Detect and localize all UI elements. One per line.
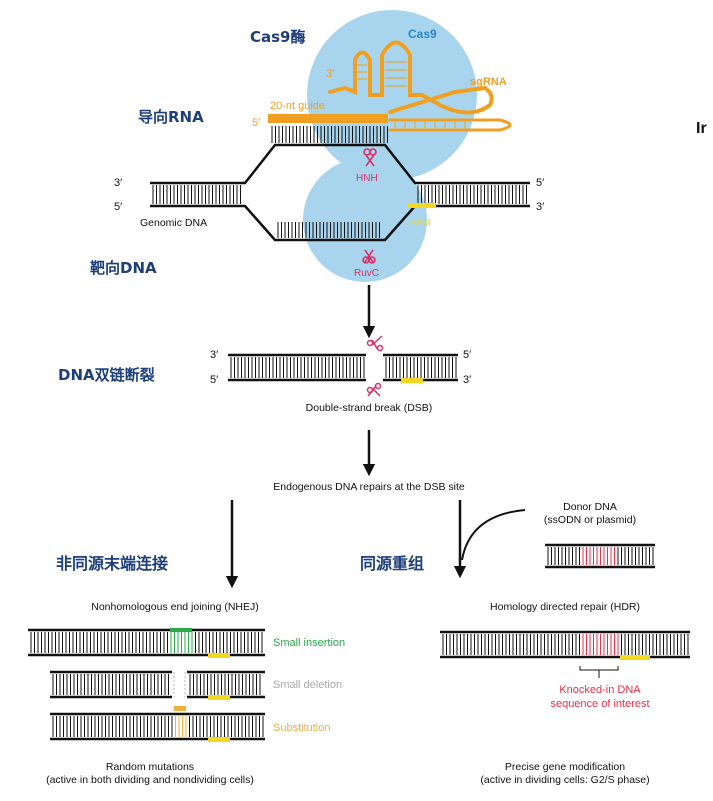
zh-cas9-label: Cas9酶: [250, 28, 306, 46]
pam-marker: [408, 203, 436, 208]
edge-text: Ir: [696, 120, 707, 137]
zh-target-dna-label: 靶向DNA: [90, 259, 157, 277]
dsb-top-left-label: 3′: [210, 349, 218, 361]
pam-marker: [208, 653, 230, 658]
guide-rna-bar: [268, 114, 388, 123]
substitution-label: Substitution: [273, 722, 330, 734]
sgrna-rungs: [358, 61, 466, 128]
scissors-icon: [362, 249, 376, 264]
random-mutations-title: Random mutations: [106, 761, 194, 773]
hdr-title: Homology directed repair (HDR): [490, 601, 640, 613]
scissors-icon: [363, 148, 377, 167]
small-insertion-label: Small insertion: [273, 637, 345, 649]
genomic-dna-label: Genomic DNA: [140, 217, 207, 229]
knockin-label-1: Knocked-in DNA: [559, 684, 641, 696]
donor-title: Donor DNA: [563, 501, 617, 513]
zh-guide-rna-label: 导向RNA: [138, 108, 204, 126]
knockin-label-2: sequence of interest: [550, 698, 649, 710]
precise-modification-title: Precise gene modification: [505, 761, 625, 773]
substitution-marker: [174, 706, 186, 711]
dsb-bottom-right-label: 3′: [463, 374, 471, 386]
sgrna-scaffold: [328, 40, 512, 132]
cas9-blob-lower: [303, 158, 427, 282]
rna-5prime-label: 5′: [252, 117, 260, 129]
genomic-dna: PAM 3′ 5′ 5′ 3′ Genomic DNA: [114, 126, 544, 242]
guide-20nt-label: 20-nt guide: [270, 100, 325, 112]
donor-join-curve: [461, 509, 526, 561]
small-deletion-label: Small deletion: [273, 679, 342, 691]
scissors-icon: [366, 335, 384, 352]
nhej-title: Nonhomologous end joining (NHEJ): [91, 601, 259, 613]
hdr-dna: [440, 630, 690, 678]
ruvc-label: RuvC: [354, 268, 379, 279]
zh-nhej-label: 非同源末端连接: [56, 554, 168, 573]
pam-marker: [401, 378, 423, 383]
pam-marker: [208, 695, 230, 700]
sgrna-label: sgRNA: [470, 76, 507, 88]
dsb-bottom-left-label: 5′: [210, 374, 218, 386]
pam-marker: [620, 655, 650, 660]
nhej-dna: [28, 628, 265, 742]
dna-bottom-right-label: 3′: [536, 201, 544, 213]
donor-dna: [545, 543, 655, 569]
dsb-dna: [228, 353, 458, 383]
insertion-marker: [170, 628, 192, 632]
scissors-icon: [366, 382, 382, 397]
repair-caption: Endogenous DNA repairs at the DSB site: [273, 481, 465, 493]
hnh-label: HNH: [356, 173, 378, 184]
dna-top-right-label: 5′: [536, 177, 544, 189]
pam-label: PAM: [410, 218, 431, 229]
cas9-protein-label: Cas9: [408, 27, 437, 41]
rna-3prime-label: 3′: [326, 68, 334, 80]
dna-bottom-left-label: 5′: [114, 201, 122, 213]
dsb-caption: Double-strand break (DSB): [306, 402, 433, 414]
dna-top-left-label: 3′: [114, 177, 122, 189]
zh-dsb-label: DNA双链断裂: [58, 366, 155, 384]
dsb-top-right-label: 5′: [463, 349, 471, 361]
zh-hdr-label: 同源重组: [360, 554, 424, 573]
donor-subtitle: (ssODN or plasmid): [544, 514, 636, 526]
precise-modification-sub: (active in dividing cells: G2/S phase): [480, 774, 649, 786]
pam-marker: [208, 737, 230, 742]
random-mutations-sub: (active in both dividing and nondividing…: [46, 774, 254, 786]
